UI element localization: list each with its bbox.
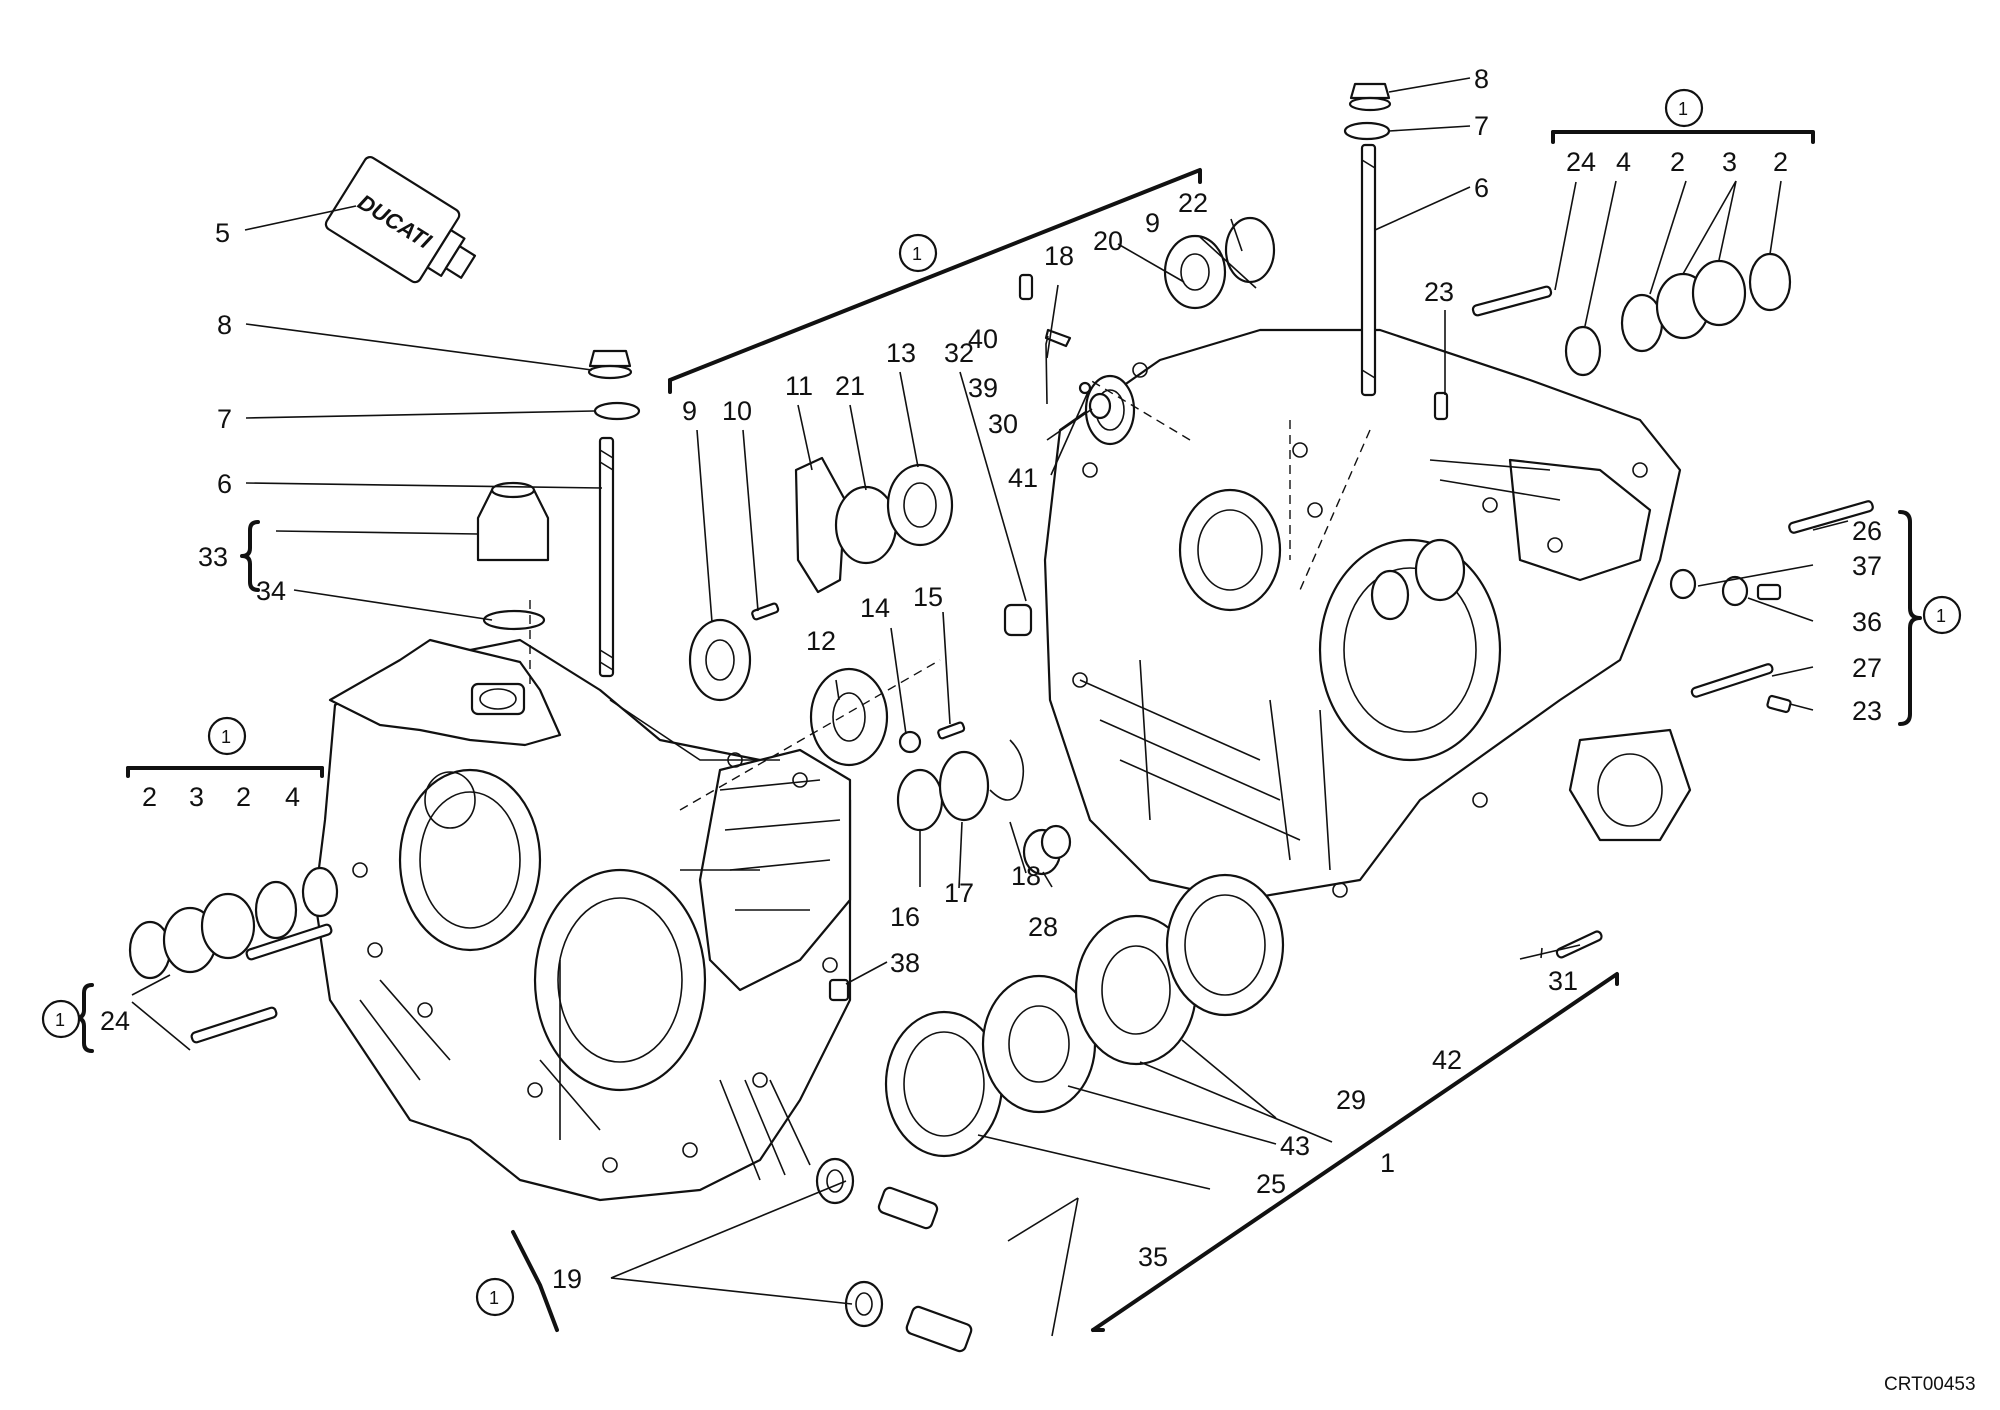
callout-7-left: 7 (217, 404, 232, 434)
callout-8-left: 8 (217, 310, 232, 340)
callout-16: 16 (890, 902, 920, 932)
callout-3-top: 3 (1722, 147, 1737, 177)
callout-32: 32 (944, 338, 974, 368)
callout-40: 40 (968, 324, 998, 354)
drain-plugs (815, 1157, 973, 1353)
sealant-tube: DUCATI (324, 155, 477, 284)
callout-2-top-a: 2 (1670, 147, 1685, 177)
callout-22: 22 (1178, 188, 1208, 218)
callout-24-left: 24 (100, 1006, 130, 1036)
right-side-small-parts (1555, 500, 1874, 959)
callout-12: 12 (806, 626, 836, 656)
callout-14: 14 (860, 593, 890, 623)
callout-2-top-b: 2 (1773, 147, 1788, 177)
callout-13: 13 (886, 338, 916, 368)
left-crankcase-half (313, 638, 852, 1202)
callout-4-left: 4 (285, 782, 300, 812)
washer-left (593, 401, 641, 421)
callout-18-top: 18 (1044, 241, 1074, 271)
group-marker-top-right (1664, 88, 1704, 128)
stud-left (598, 436, 615, 678)
group-marker-top-center (898, 233, 938, 273)
group-brackets (74, 130, 1922, 1332)
callout-1: 1 (1380, 1148, 1395, 1178)
callout-38: 38 (890, 948, 920, 978)
drawing-reference: CRT00453 (1884, 1374, 1976, 1395)
callout-33: 33 (198, 542, 228, 572)
callout-9-top: 9 (1145, 208, 1160, 238)
callout-21: 21 (835, 371, 865, 401)
callout-19: 19 (552, 1264, 582, 1294)
callout-7-right: 7 (1474, 111, 1489, 141)
nut-left (587, 349, 633, 380)
callout-24-top: 24 (1566, 147, 1596, 177)
callout-15: 15 (913, 582, 943, 612)
callout-20: 20 (1093, 226, 1123, 256)
group-marker-left (207, 716, 247, 756)
nut-right (1348, 82, 1392, 112)
callout-34: 34 (256, 576, 286, 606)
top-bearing-set (1433, 252, 1792, 421)
main-bearings (884, 824, 1285, 1158)
callout-8-right: 8 (1474, 64, 1489, 94)
callout-labels: 5 8 7 6 33 34 2 3 2 4 24 19 35 9 10 11 2… (100, 64, 1882, 1294)
lower-left-bearing-set (128, 866, 339, 1044)
assembly-guide-lines (529, 379, 1371, 811)
callout-3-left: 3 (189, 782, 204, 812)
callout-35: 35 (1138, 1242, 1168, 1272)
callout-23-top: 23 (1424, 277, 1454, 307)
group-marker-bottom (475, 1277, 515, 1317)
callout-39: 39 (968, 373, 998, 403)
group-markers: 1 1 1 1 1 1 (41, 88, 1962, 1317)
group-marker-label-right: 1 (1936, 606, 1946, 626)
callout-6-right: 6 (1474, 173, 1489, 203)
callout-23-right: 23 (1852, 696, 1882, 726)
callout-29: 29 (1336, 1085, 1366, 1115)
callout-2-left-b: 2 (236, 782, 251, 812)
callout-18-center: 18 (1011, 861, 1041, 891)
callout-43: 43 (1280, 1131, 1310, 1161)
group-marker-label-bottom: 1 (489, 1288, 499, 1308)
callout-31: 31 (1548, 966, 1578, 996)
callout-10: 10 (722, 396, 752, 426)
stud-right (1360, 143, 1377, 397)
group-marker-label-left: 1 (221, 727, 231, 747)
callout-36: 36 (1852, 607, 1882, 637)
callout-41: 41 (1008, 463, 1038, 493)
group-marker-bottom-left (41, 999, 81, 1039)
group-marker-label-top-right: 1 (1678, 99, 1688, 119)
breather-o-ring (482, 609, 546, 631)
callout-17: 17 (944, 878, 974, 908)
callout-25: 25 (1256, 1169, 1286, 1199)
callout-9-center: 9 (682, 396, 697, 426)
leader-lines (131, 77, 1849, 1337)
callout-26: 26 (1852, 516, 1882, 546)
group-marker-label-bottom-left: 1 (55, 1010, 65, 1030)
callout-28: 28 (1028, 912, 1058, 942)
washer-right (1343, 121, 1391, 141)
callout-42: 42 (1432, 1045, 1462, 1075)
center-top-parts (1018, 216, 1466, 621)
callout-37: 37 (1852, 551, 1882, 581)
group-marker-label-top-center: 1 (912, 244, 922, 264)
center-left-parts (688, 456, 1062, 1002)
breather-cap (476, 481, 550, 562)
callout-2-left-a: 2 (142, 782, 157, 812)
callout-11: 11 (785, 371, 813, 401)
callout-30: 30 (988, 409, 1018, 439)
group-marker-right (1922, 595, 1962, 635)
callout-6-left: 6 (217, 469, 232, 499)
callout-27: 27 (1852, 653, 1882, 683)
callout-5: 5 (215, 218, 230, 248)
callout-4-top: 4 (1616, 147, 1631, 177)
right-crankcase-half (1043, 328, 1692, 902)
